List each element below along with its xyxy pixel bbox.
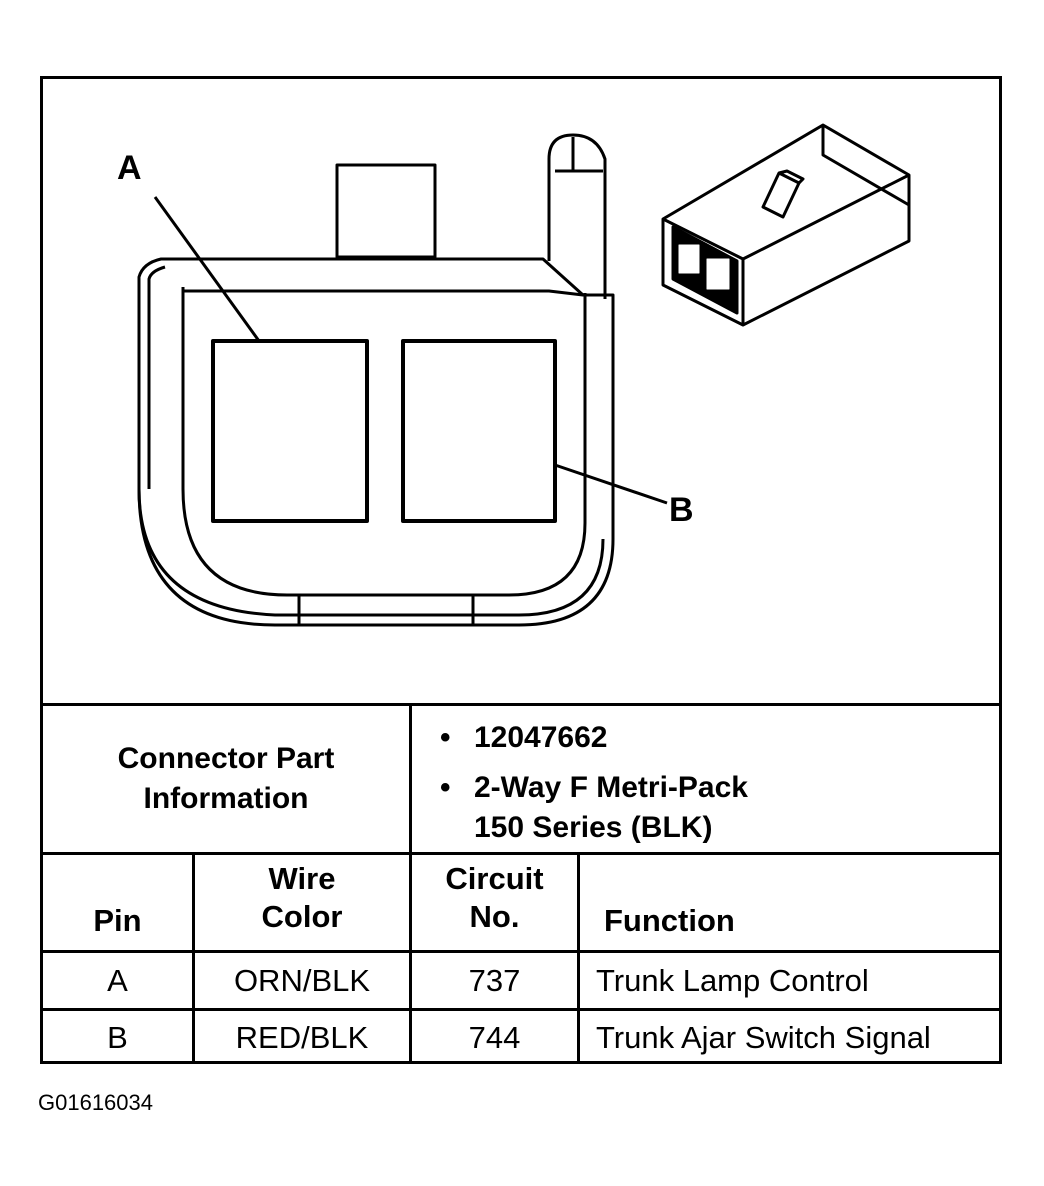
cavity-b [401,339,557,523]
header-wire-color-line1: Wire [268,860,336,896]
housing-outer-rim [137,488,605,617]
cell-wire-color: RED/BLK [195,1011,412,1064]
connector-info-label: Connector Part Information [117,742,335,815]
cell-pin: A [43,953,195,1008]
connector-description-line1: 2-Way F Metri-Pack [440,768,748,808]
header-function-text: Function [604,903,735,938]
table-row: A ORN/BLK 737 Trunk Lamp Control [43,953,999,1011]
header-circuit: Circuit No. [412,855,580,950]
connector-description-line2: 150 Series (BLK) [474,811,713,844]
housing-top-line [183,289,584,297]
pin-label-a: A [117,149,142,187]
pin-label-b: B [669,491,694,529]
top-latch [335,163,437,259]
cell-function: Trunk Lamp Control [596,962,869,998]
header-circuit-line1: Circuit [445,860,544,896]
iso-latch [761,171,801,219]
connector-info-label-cell: Connector Part Information [43,706,412,852]
cell-circuit: 744 [412,1011,580,1064]
table-header-row: Pin Wire Color Circuit No. Function [43,855,999,953]
header-pin-text: Pin [93,903,142,938]
connector-diagram: A B [43,79,999,703]
lock-arm [547,133,607,299]
pinout-table: Pin Wire Color Circuit No. Function A OR… [43,852,999,1064]
figure-code: G01616034 [38,1090,153,1115]
iso-latch-top [778,169,805,185]
housing-inner-rim-left [147,265,166,489]
table-row: B RED/BLK 744 Trunk Ajar Switch Signal [43,1011,999,1064]
iso-body [661,123,911,327]
connector-info-details-cell: 12047662 2-Way F Metri-Pack 150 Series (… [412,706,999,852]
leader-line-a [153,196,261,342]
cavity-a [211,339,369,523]
cell-wire-color: ORN/BLK [195,953,412,1008]
iso-front-top [662,217,744,261]
housing-inner-rim [181,287,587,597]
cell-pin: B [43,1011,195,1064]
header-function: Function [580,855,999,950]
leader-line-b [554,463,668,505]
connector-info-section: Connector Part Information 12047662 2-Wa… [43,703,999,852]
iso-cavity-2 [706,258,730,290]
header-wire-color-line2: Color [261,898,343,934]
iso-cavity-1 [678,244,700,274]
connector-drawing: A B [117,123,911,627]
iso-step [821,125,910,207]
connector-isometric-view [661,123,911,327]
header-pin: Pin [43,855,195,950]
cell-function: Trunk Ajar Switch Signal [596,1019,931,1055]
header-circuit-line2: No. [469,898,520,934]
part-number: 12047662 [440,718,608,758]
cell-circuit: 737 [412,953,580,1008]
bottom-key [297,593,475,627]
connector-figure-frame: A B Connector Part Information 12047662 … [40,76,1002,1064]
connector-face-view [137,133,668,627]
header-wire-color: Wire Color [195,855,412,950]
outer-housing [137,257,615,627]
